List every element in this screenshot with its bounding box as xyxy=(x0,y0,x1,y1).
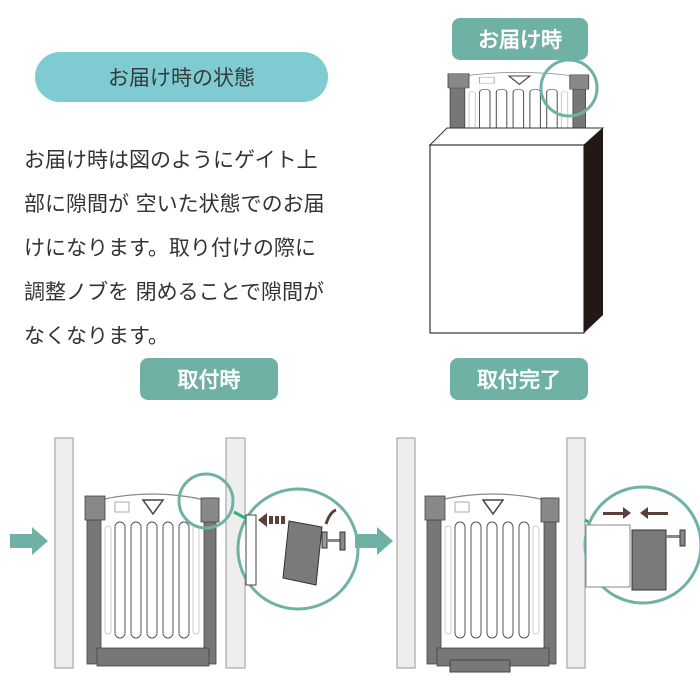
gap-highlight xyxy=(539,58,599,118)
installing-illustration xyxy=(10,437,360,669)
tag-delivery: お届け時 xyxy=(452,18,588,60)
rotate-arrow-icon xyxy=(324,508,337,525)
state-label: お届け時の状態 xyxy=(35,52,328,102)
description: お届け時は図のようにゲイト上 部に隙間が 空いた状態でのお届 けになります。取り… xyxy=(24,138,369,358)
description-line: けになります。取り付けの際に xyxy=(24,236,316,260)
delivery-illustration xyxy=(428,58,605,334)
description-line: お届け時は図のようにゲイト上 xyxy=(24,148,318,172)
arrows-inward-icon xyxy=(603,507,668,519)
box xyxy=(429,144,585,334)
description-line: 調整ノブを 閉めることで隙間が xyxy=(24,280,325,304)
description-line: 部に隙間が 空いた状態でのお届 xyxy=(24,192,325,216)
wall-left xyxy=(54,437,74,669)
tag-installing: 取付時 xyxy=(140,358,278,400)
description-line: なくなります。 xyxy=(24,324,169,348)
arrow-right-icon xyxy=(10,527,48,555)
box-side xyxy=(584,128,603,333)
arrow-right-icon xyxy=(355,527,393,555)
installed-illustration xyxy=(355,437,700,673)
tag-installed: 取付完了 xyxy=(450,358,588,400)
arrow-left-dashed-icon xyxy=(258,513,285,527)
